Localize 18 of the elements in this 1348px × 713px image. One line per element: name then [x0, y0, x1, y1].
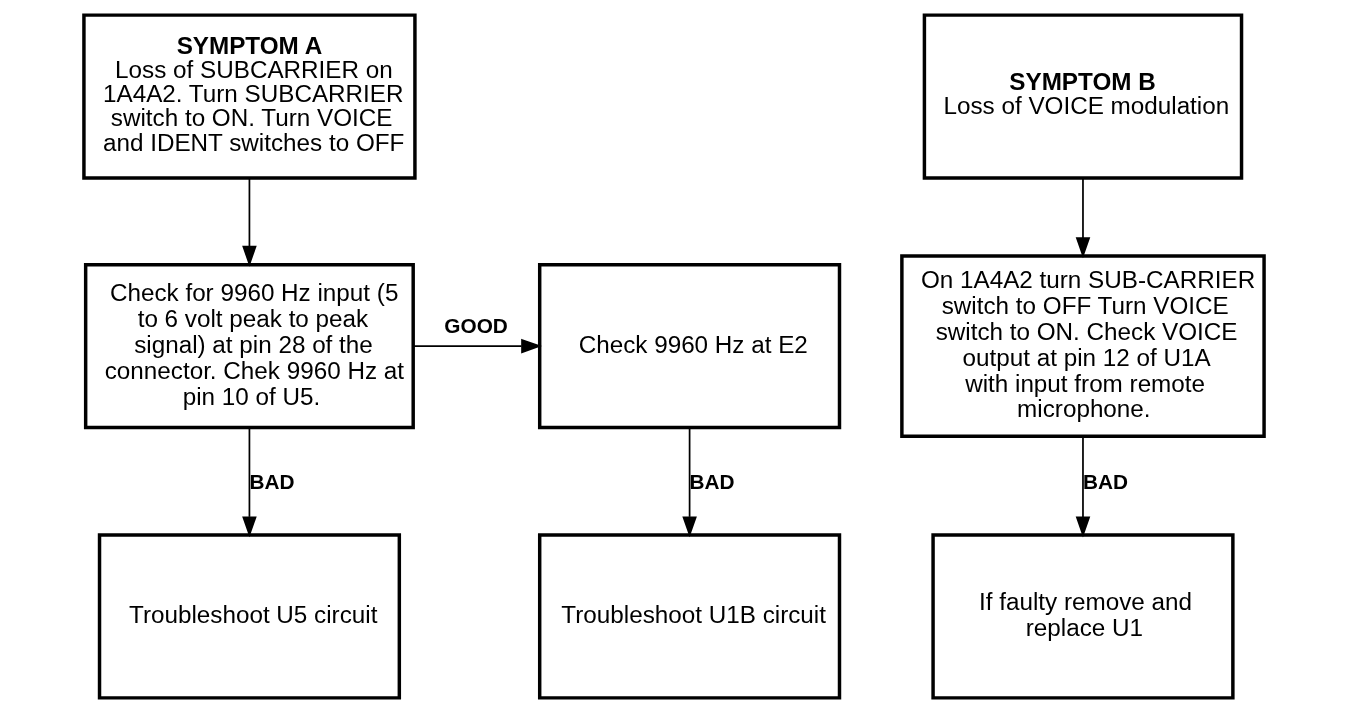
arrow [242, 427, 257, 538]
edge-label: BAD [249, 470, 295, 494]
node-box: SYMPTOM B Loss of VOICE modulation [922, 13, 1244, 180]
node-box: Check for 9960 Hz input (5 to 6 volt peak to peak signal) at pin 28 of the connector. Chek 9960 Hz at pin 10 of U5. [83, 262, 415, 430]
node-box: Troubleshoot U5 circuit [97, 533, 402, 700]
arrow [682, 427, 697, 538]
arrow [242, 177, 257, 267]
edge-label: BAD [689, 470, 735, 494]
edge-label: BAD [1082, 470, 1129, 494]
node-box: Troubleshoot U1B circuit [537, 533, 842, 700]
arrow [412, 338, 542, 354]
arrow [1075, 177, 1091, 259]
edge-label: GOOD [444, 314, 508, 338]
node-box: On 1A4A2 turn SUB-CARRIER switch to OFF Turn VOICE switch to ON. Check VOICE output at pin 12 of U1A with input from remote microphone. [900, 254, 1266, 438]
node-box: SYMPTOM A Loss of SUBCARRIER on 1A4A2. Turn SUBCARRIER switch to ON. Turn VOICE and IDENT switches to OFF [82, 13, 417, 180]
node-box: If faulty remove and replace U1 [931, 533, 1235, 700]
arrow [1075, 435, 1091, 538]
node-box: Check 9960 Hz at E2 [537, 262, 842, 430]
